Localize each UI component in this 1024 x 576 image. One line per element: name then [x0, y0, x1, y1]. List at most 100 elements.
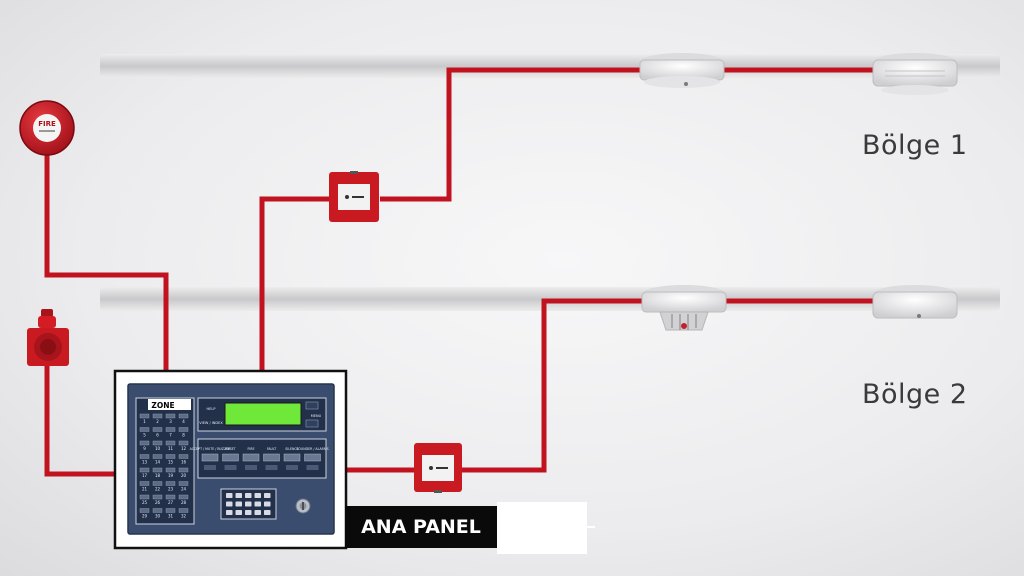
- status-label: SOUNDER / ALARMS: [296, 447, 328, 451]
- keypad-key[interactable]: [264, 501, 271, 507]
- status-button-4[interactable]: SILENCE: [283, 447, 301, 470]
- status-button-0[interactable]: ACCEPT / MUTE / BUZZER: [190, 447, 232, 470]
- zone-led-28: 28: [178, 494, 189, 505]
- keypad-key[interactable]: [245, 493, 252, 498]
- zone-number: 20: [181, 473, 187, 478]
- left-button-label-0: HELP: [207, 407, 216, 411]
- status-button-3[interactable]: FAULT: [263, 447, 280, 470]
- zone-header-box: [148, 399, 191, 410]
- zone-led-6: 6: [152, 427, 163, 438]
- status-label: FAULT: [267, 447, 276, 451]
- wire-zone1-branch: [380, 67, 642, 202]
- zone-number: 11: [168, 446, 174, 451]
- zone-led-15: 15: [165, 454, 176, 465]
- zone-led-19: 19: [165, 467, 176, 478]
- zone-led-31: 31: [165, 508, 176, 519]
- lcd-screen: [224, 402, 302, 426]
- status-button-5[interactable]: SOUNDER / ALARMS: [296, 447, 329, 470]
- zone-led-11: 11: [165, 440, 176, 451]
- status-button-2[interactable]: FIRE: [242, 447, 260, 470]
- zone-led-8: 8: [178, 427, 189, 438]
- label-extension-box: [497, 502, 595, 554]
- zone-1-label: Bölge 1: [862, 130, 968, 161]
- zone-led-5: 5: [139, 427, 150, 438]
- zone-number: 14: [155, 460, 161, 465]
- zone-number: 21: [142, 487, 148, 492]
- keypad-key[interactable]: [235, 510, 243, 515]
- status-label: FIRE: [247, 447, 254, 451]
- wire-zone2-branch: [462, 298, 644, 473]
- keypad-key[interactable]: [254, 510, 262, 515]
- zone-led-29: 29: [139, 508, 150, 519]
- main-panel-label: ANA PANEL: [345, 506, 497, 548]
- nav-up-button[interactable]: [305, 401, 319, 410]
- keypad-key[interactable]: [226, 501, 233, 507]
- zone-number: 28: [181, 500, 187, 505]
- zone-led-23: 23: [165, 481, 176, 492]
- wire-bell: [44, 150, 169, 380]
- zone-number: 27: [168, 500, 174, 505]
- zone-header: ZONE: [151, 401, 174, 410]
- zone-number: 6: [156, 433, 159, 438]
- zone-led-30: 30: [152, 508, 163, 519]
- status-label: SILENCE: [285, 447, 298, 451]
- zone-number: 12: [181, 446, 187, 451]
- zone-number: 29: [142, 514, 148, 519]
- wiring: [44, 67, 876, 477]
- zone-number: 5: [143, 433, 146, 438]
- zone-number: 19: [168, 473, 174, 478]
- zone-led-26: 26: [152, 494, 163, 505]
- keypad-keys: [226, 493, 271, 515]
- smoke-detector-zone2-icon: [872, 285, 958, 319]
- zone-led-24: 24: [178, 481, 189, 492]
- zone-led-16: 16: [178, 454, 189, 465]
- manual-call-point-zone1-icon: [329, 171, 379, 222]
- keypad-key[interactable]: [226, 493, 233, 498]
- zone-number: 15: [168, 460, 174, 465]
- zone-led-13: 13: [139, 454, 150, 465]
- zone-led-14: 14: [152, 454, 163, 465]
- zone-led-18: 18: [152, 467, 163, 478]
- zone-number: 10: [155, 446, 161, 451]
- zone-number: 4: [182, 419, 185, 424]
- zone-led-4: 4: [178, 413, 189, 424]
- zone-number: 31: [168, 514, 174, 519]
- keypad-key[interactable]: [254, 501, 262, 507]
- zone-led-17: 17: [139, 467, 150, 478]
- keypad-key[interactable]: [264, 493, 271, 498]
- smoke-detector-zone1-b-icon: [872, 53, 958, 95]
- zone-number: 1: [143, 419, 146, 424]
- keypad-key[interactable]: [245, 510, 252, 515]
- manual-call-point-zone2-icon: [414, 443, 462, 493]
- sounder-beacon-icon: [27, 309, 69, 366]
- zone-number: 8: [182, 433, 185, 438]
- key-switch-icon[interactable]: [295, 498, 311, 514]
- zone-number: 2: [156, 419, 159, 424]
- nav-down-button[interactable]: [305, 419, 319, 428]
- left-button-label-1: VIEW / INDEX: [199, 421, 223, 425]
- keypad-key[interactable]: [264, 510, 271, 515]
- zone-led-21: 21: [139, 481, 150, 492]
- status-button-1[interactable]: RESET: [222, 447, 239, 470]
- zone-led-20: 20: [178, 467, 189, 478]
- keypad-key[interactable]: [235, 493, 243, 498]
- keypad-key[interactable]: [245, 501, 252, 507]
- keypad-key[interactable]: [226, 510, 233, 515]
- zone-number: 23: [168, 487, 174, 492]
- status-label: RESET: [225, 447, 235, 451]
- zone-number: 7: [169, 433, 172, 438]
- zone-led-10: 10: [152, 440, 163, 451]
- zone-led-12: 12: [178, 440, 189, 451]
- keypad-key[interactable]: [254, 493, 262, 498]
- keypad-key[interactable]: [235, 501, 243, 507]
- zone-number: 17: [142, 473, 148, 478]
- zone-led-25: 25: [139, 494, 150, 505]
- fire-bell-icon: FIRE: [19, 100, 75, 156]
- zone-number: 3: [169, 419, 172, 424]
- zone-number: 30: [155, 514, 161, 519]
- zone-number: 26: [155, 500, 161, 505]
- wire-zone1-trunk: [259, 196, 330, 380]
- zone-led-2: 2: [152, 413, 163, 424]
